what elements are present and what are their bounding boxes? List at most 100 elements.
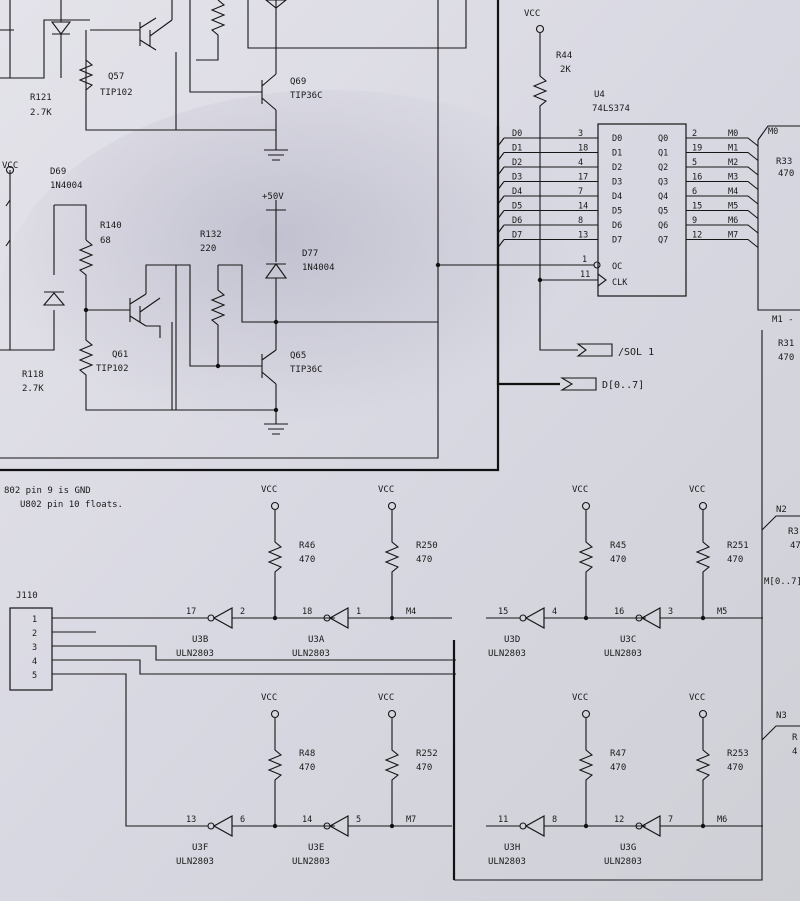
u4-d-net: D7 — [512, 231, 522, 241]
u4-d-pin-number: 17 — [578, 173, 588, 183]
gate-ref: U3B — [192, 635, 208, 645]
u4-ref: U4 — [594, 90, 605, 100]
u4-d-pin-name: D2 — [612, 163, 622, 173]
q69-part: TIP36C — [290, 91, 323, 101]
u4-d-pin-name: D0 — [612, 134, 622, 144]
resistor-ref: R250 — [416, 541, 438, 551]
r140-value: 68 — [100, 236, 111, 246]
resistor-value: 470 — [416, 763, 432, 773]
junction-dot — [272, 823, 278, 829]
gate-part: ULN2803 — [292, 649, 330, 659]
pullup-resistor — [695, 718, 711, 826]
gate-part: ULN2803 — [488, 857, 526, 867]
q65-ref: Q65 — [290, 351, 306, 361]
net-label: M7 — [406, 815, 416, 825]
m1-arrow: M1 - — [772, 315, 794, 325]
u4-q-net: M2 — [728, 158, 738, 168]
net-label: M6 — [717, 815, 727, 825]
resistor-ref: R252 — [416, 749, 438, 759]
resistor-ref: R48 — [299, 749, 315, 759]
u4-q-wire — [686, 137, 759, 147]
u4-oc-name: OC — [612, 262, 622, 272]
r121-value: 2.7K — [30, 108, 52, 118]
sol1-label: /SOL 1 — [618, 347, 654, 358]
gate-vcc-label: VCC — [689, 485, 705, 495]
gate-vcc-label: VCC — [572, 485, 588, 495]
u4-d-pin-number: 13 — [578, 231, 588, 241]
gate-output-pin: 15 — [498, 607, 508, 617]
u4-d-net: D5 — [512, 202, 522, 212]
plus50v-label: +50V — [262, 192, 284, 202]
u4-d-net: D2 — [512, 158, 522, 168]
u4-q-pin-number: 16 — [692, 173, 702, 183]
u4-q-net: M5 — [728, 202, 738, 212]
gate-part: ULN2803 — [604, 649, 642, 659]
junction-dot — [389, 823, 395, 829]
u4-d-pin-name: D7 — [612, 236, 622, 246]
upper-block-labels: R121 2.7K Q57 TIP102 Q69 TIP36C — [30, 72, 323, 118]
r132-ref: R132 — [200, 230, 222, 240]
resistor-ref: R47 — [610, 749, 626, 759]
resistor-value: 470 — [299, 555, 315, 565]
m-bus-label: M[0..7] — [764, 577, 800, 587]
gate-input-pin: 8 — [552, 815, 557, 825]
u4-q-pin-name: Q0 — [658, 134, 668, 144]
net-label: M4 — [406, 607, 416, 617]
u4-d-pin-number: 18 — [578, 144, 588, 154]
resistor-value: 470 — [610, 763, 626, 773]
gate-ref: U3A — [308, 635, 325, 645]
junction-dot — [700, 615, 706, 621]
u4-d-pin-number: 14 — [578, 202, 588, 212]
n3-label: N3 — [776, 711, 787, 721]
gate-part: ULN2803 — [488, 649, 526, 659]
d77-ref: D77 — [302, 249, 318, 259]
r31-ref: R31 — [778, 339, 794, 349]
gate-vcc-label: VCC — [378, 485, 394, 495]
junction-dot — [583, 615, 589, 621]
gate-vcc-label: VCC — [689, 693, 705, 703]
pullup-resistor — [267, 718, 283, 826]
j110-pin-number: 4 — [32, 657, 37, 667]
r118-value: 2.7K — [22, 384, 44, 394]
u4-q-net: M1 — [728, 144, 738, 154]
r31-value: 470 — [778, 353, 794, 363]
u4-part: 74LS374 — [592, 104, 630, 114]
resistor-value: 470 — [610, 555, 626, 565]
notes: 802 pin 9 is GND U802 pin 10 floats. — [4, 486, 123, 510]
resistor-value: 470 — [727, 763, 743, 773]
vcc-top: VCC — [524, 9, 540, 19]
u4-q-net: M6 — [728, 216, 738, 226]
q65-part: TIP36C — [290, 365, 323, 375]
u4-q-pin-name: Q1 — [658, 149, 668, 159]
u4-d-pin-name: D6 — [612, 221, 622, 231]
u4-q-pin-number: 5 — [692, 158, 697, 168]
u4-q-pin-name: Q3 — [658, 178, 668, 188]
u4-q-wire — [686, 209, 759, 219]
gate-ref: U3D — [504, 635, 520, 645]
u4-q-pin-name: Q5 — [658, 207, 668, 217]
middle-block-labels: VCC D69 1N4004 R140 68 R132 220 +50V D77… — [2, 161, 335, 394]
u4-clk-pin: 11 — [580, 270, 590, 280]
u4-d-pin-number: 3 — [578, 129, 583, 139]
pullup-resistor — [267, 510, 283, 618]
gate-output-pin: 18 — [302, 607, 312, 617]
resistor-ref: R251 — [727, 541, 749, 551]
n2-label: N2 — [776, 505, 787, 515]
gate-ref: U3G — [620, 843, 636, 853]
gate-input-pin: 1 — [356, 607, 361, 617]
u4-q-pin-name: Q6 — [658, 221, 668, 231]
u4-q-pin-number: 6 — [692, 187, 697, 197]
note-line-2: U802 pin 10 floats. — [20, 500, 123, 510]
u4-q-net: M4 — [728, 187, 738, 197]
r140-ref: R140 — [100, 221, 122, 231]
r33-value: 470 — [778, 169, 794, 179]
u4-q-pin-name: Q4 — [658, 192, 668, 202]
u4-q-wire — [686, 166, 759, 176]
gate-ref: U3F — [192, 843, 208, 853]
pullup-resistor — [384, 718, 400, 826]
gate-output-pin: 11 — [498, 815, 508, 825]
